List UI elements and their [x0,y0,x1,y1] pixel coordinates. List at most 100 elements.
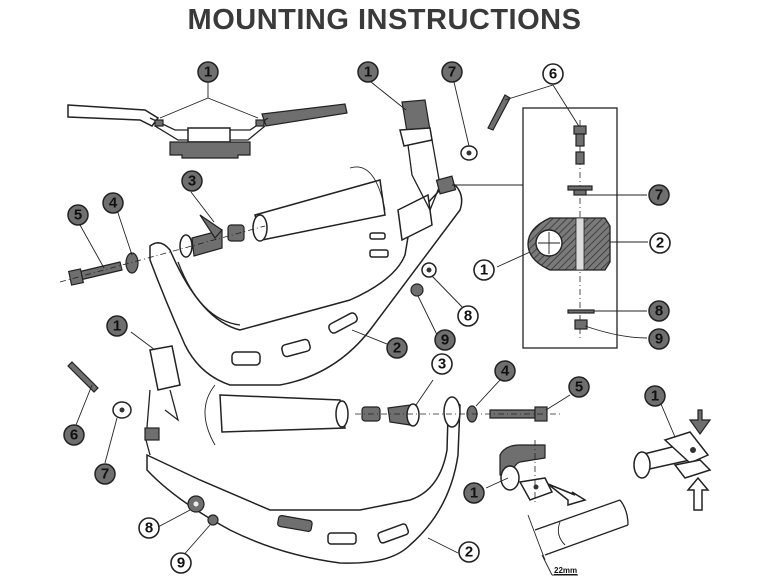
bar-end [633,451,651,479]
bar-end-insert [227,224,245,242]
svg-text:1: 1 [364,64,372,81]
handlebar-riser [187,127,231,143]
triple-clamp [169,141,251,159]
dimension-label: 22mm [554,566,577,575]
vent-slot [328,312,358,334]
screw-head [573,125,587,135]
svg-text:2: 2 [656,235,664,252]
callout-6: 6 [542,63,564,85]
callout-1: 1 [473,259,495,281]
vent-slot [327,532,357,545]
svg-text:3: 3 [188,173,196,190]
callout-4: 4 [494,360,516,382]
lower-assembly [67,331,571,564]
guard-window [397,193,433,242]
callout-9: 9 [434,329,456,351]
svg-text:2: 2 [393,340,401,357]
washer-4 [125,252,139,274]
svg-text:1: 1 [470,485,478,502]
screw-6 [67,361,99,393]
svg-text:6: 6 [549,66,557,83]
callout-8: 8 [648,300,670,322]
nut-9 [410,283,424,297]
handguard-clamp-left [154,119,164,127]
callout-5: 5 [568,376,590,398]
callout-9: 9 [170,552,192,574]
callout-1: 1 [357,61,379,83]
callout-6: 6 [63,424,85,446]
svg-text:3: 3 [438,356,446,373]
section-detail-box [496,107,648,349]
callout-1: 1 [197,61,219,83]
clamp-detail-left: 22mm [485,440,629,576]
svg-text:9: 9 [177,555,185,572]
upper-assembly [59,81,581,386]
vent-slot [377,523,410,544]
clamp-lower-half [673,459,712,479]
press-arrow-up [686,476,710,511]
vent-slot [369,249,389,258]
callout-2: 2 [649,232,671,254]
washer-7 [567,185,593,191]
svg-text:7: 7 [101,466,109,483]
callout-1: 1 [106,315,128,337]
direction-arrow [547,483,587,507]
callout-3: 3 [431,353,453,375]
handguard-clamp-right [255,119,265,127]
nut-9 [207,514,219,526]
washer-8 [567,309,595,314]
callout-1: 1 [463,482,485,504]
svg-text:2: 2 [465,544,473,561]
svg-text:6: 6 [70,427,78,444]
handlebar-grip [219,394,346,433]
callout-7: 7 [94,463,116,485]
callout-8: 8 [457,305,479,327]
callout-2: 2 [386,337,408,359]
handlebar-overview [67,82,348,159]
callout-5: 5 [67,204,89,226]
svg-text:1: 1 [480,262,488,279]
screw-6 [487,94,511,131]
svg-text:1: 1 [204,64,212,81]
svg-text:5: 5 [74,207,82,224]
press-arrow-down [688,409,712,436]
svg-text:8: 8 [655,303,663,320]
clamp-upper-half [663,431,710,464]
handguard-lower [146,403,461,564]
svg-text:8: 8 [145,520,153,537]
vent-slot [231,351,261,366]
vent-slot [369,232,386,240]
detail-frame [522,107,618,349]
handlebar-tube [534,499,621,531]
clamp-1 [149,345,181,391]
callout-7: 7 [648,184,670,206]
svg-text:7: 7 [655,187,663,204]
svg-text:1: 1 [651,388,659,405]
callout-1: 1 [644,385,666,407]
clamp-mount [144,427,160,441]
callout-4: 4 [102,192,124,214]
svg-text:4: 4 [501,363,510,380]
clamp-mount [435,175,457,195]
svg-text:8: 8 [464,308,472,325]
page-title: MOUNTING INSTRUCTIONS [187,4,582,36]
vent-slot [281,338,311,358]
callout-8: 8 [138,517,160,539]
svg-text:5: 5 [575,379,583,396]
svg-text:4: 4 [109,195,118,212]
handlebar-left-grip [67,104,160,127]
svg-text:1: 1 [113,318,121,335]
handlebar-right-grip [261,103,348,127]
nut-9 [574,319,588,330]
vent-slot [277,514,313,532]
svg-text:9: 9 [441,332,449,349]
svg-text:7: 7 [448,64,456,81]
callout-9: 9 [648,328,670,350]
handlebar-grip [254,179,386,241]
clamp-detail-right [633,403,712,511]
callout-7: 7 [441,61,463,83]
svg-text:9: 9 [655,331,663,348]
callout-2: 2 [458,541,480,563]
callout-3: 3 [181,170,203,192]
